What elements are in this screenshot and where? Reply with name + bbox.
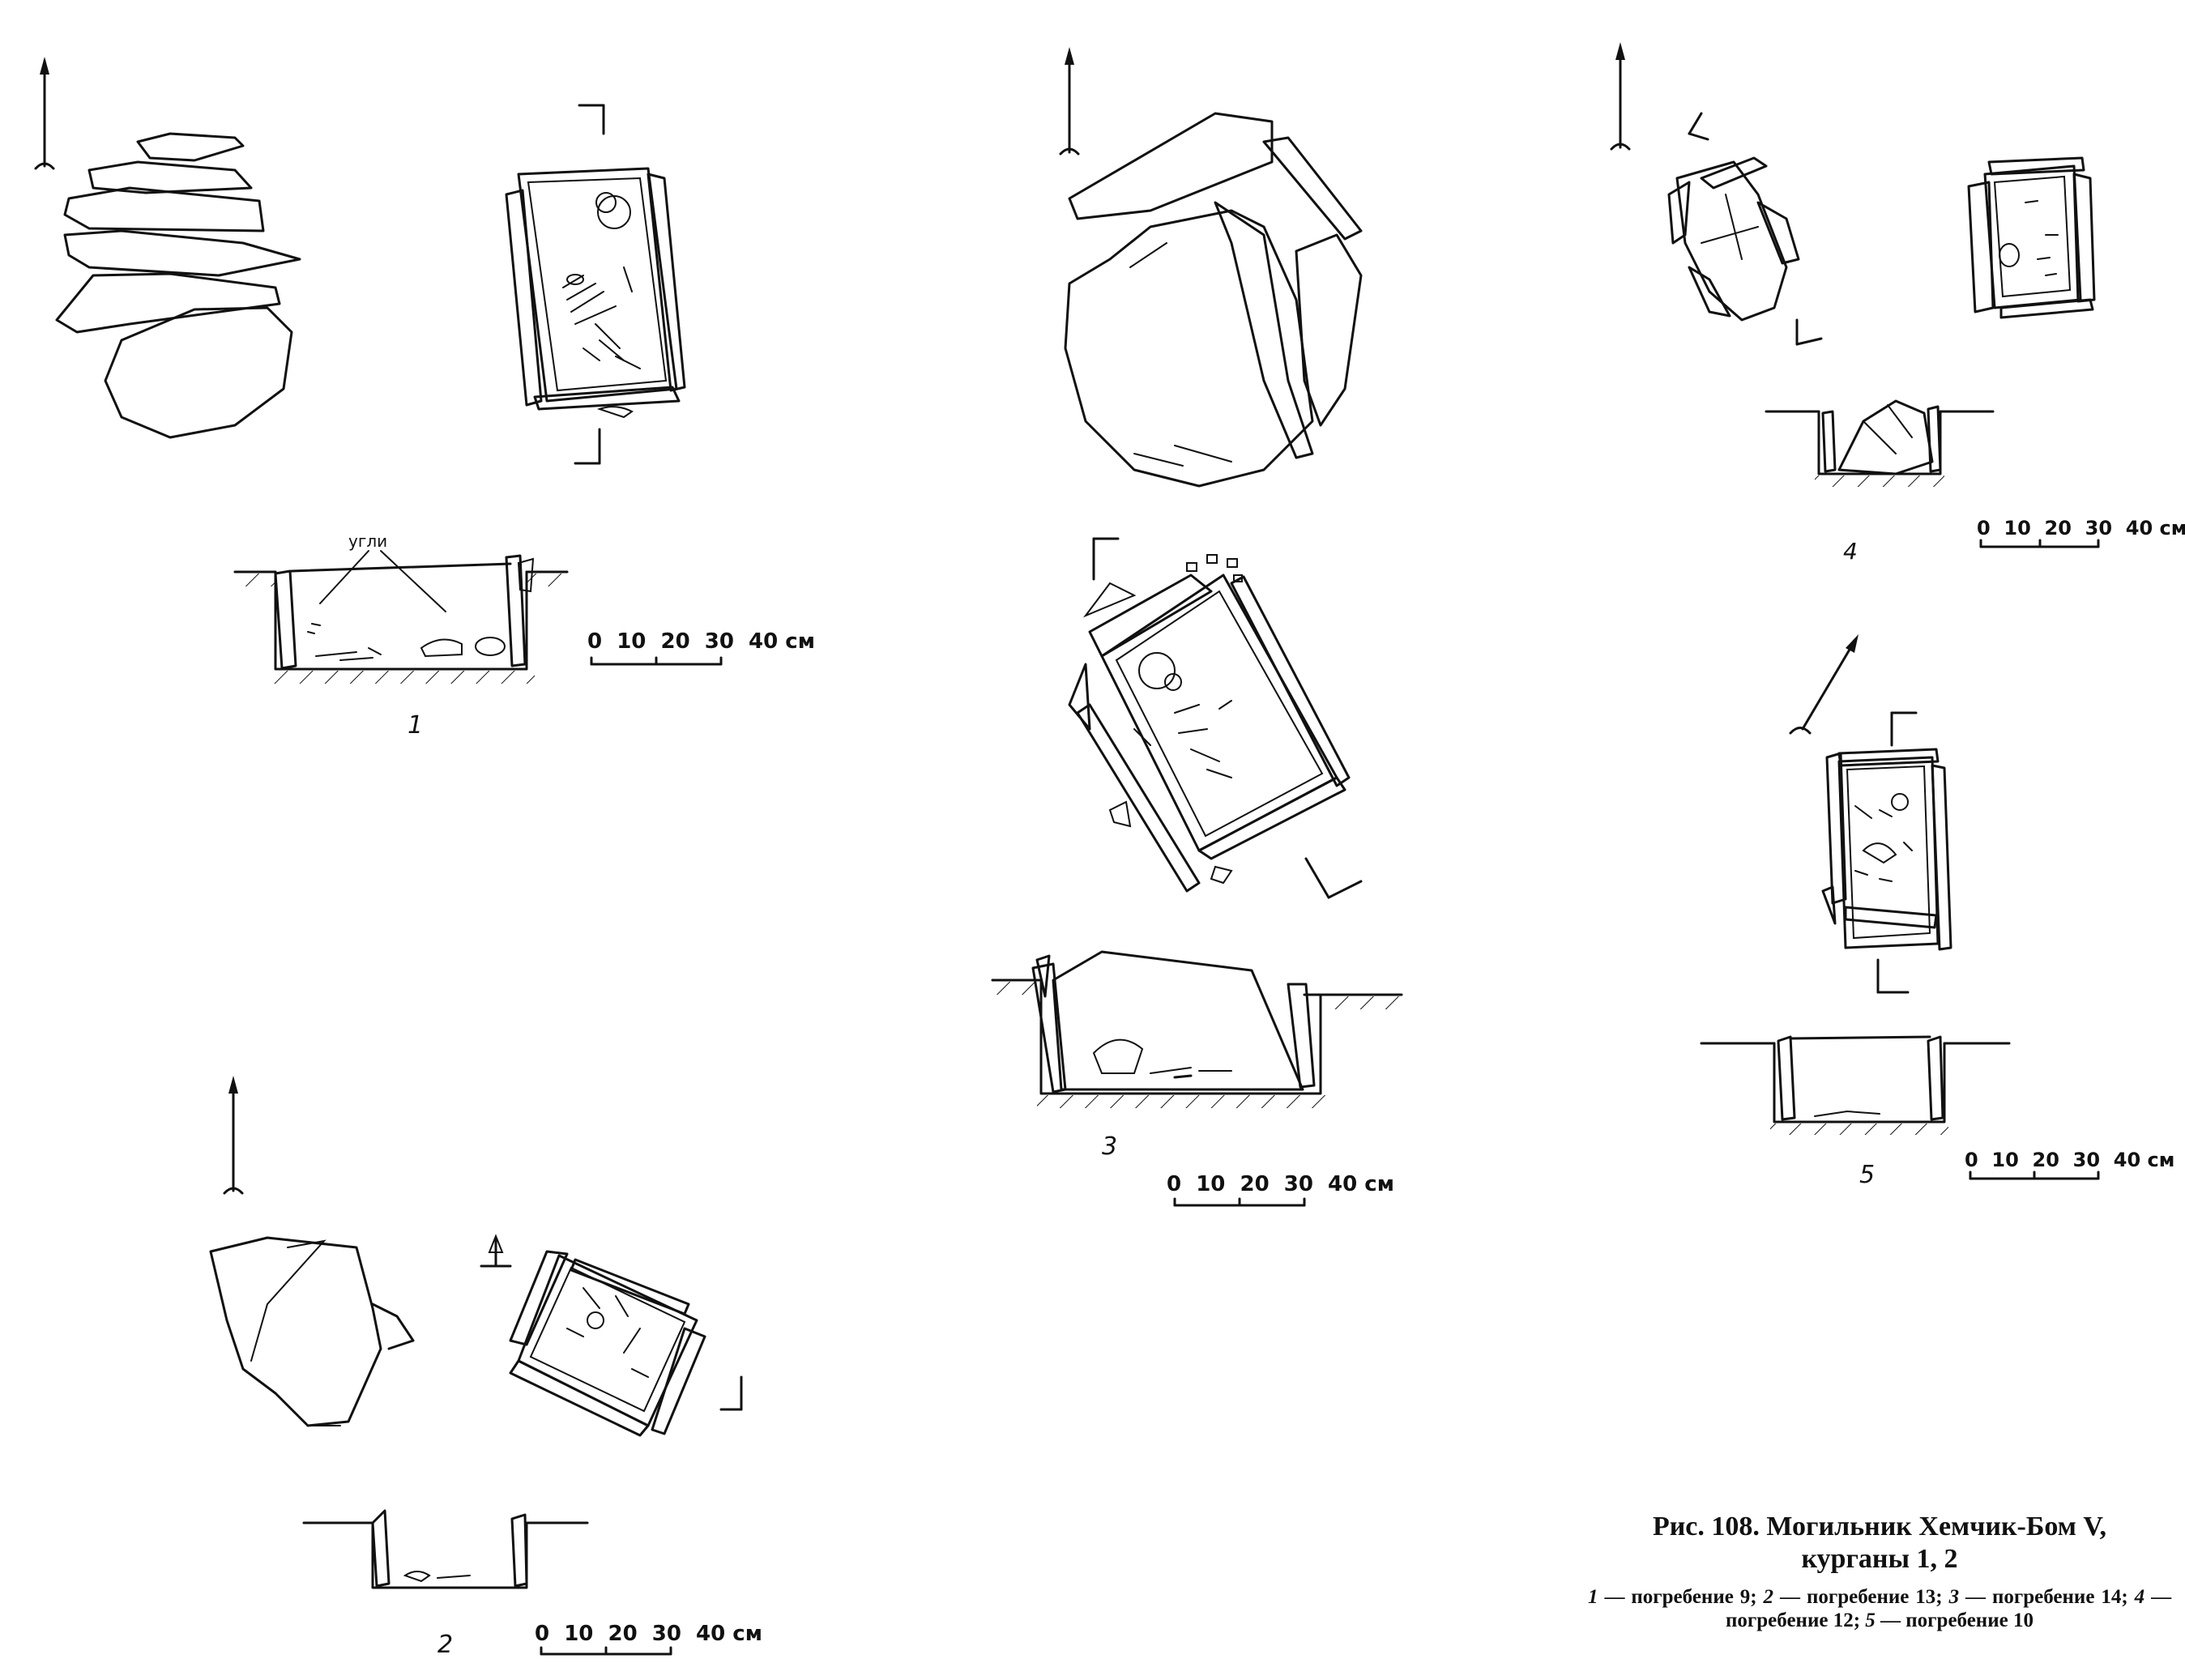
north-arrow-icon	[1610, 42, 1631, 151]
charcoal-label: угли	[348, 531, 387, 551]
section-marker-icon	[480, 1234, 512, 1268]
capstones-plan-1	[55, 132, 301, 439]
legend-text: — погребение 13;	[1780, 1586, 1943, 1608]
panel-number-5: 5	[1859, 1161, 1875, 1189]
section-marker-icon	[1688, 112, 1709, 141]
caption-line-2: курганы 1, 2	[1801, 1544, 1958, 1574]
panel-number-3: 3	[1102, 1132, 1117, 1161]
panel-1: угли 0 10 20 30 40 см 1	[34, 57, 815, 740]
grave-section-2	[302, 1509, 589, 1589]
panel-number-1: 1	[408, 711, 423, 740]
legend-text: — погребение 10	[1880, 1610, 2034, 1631]
legend-num: 1	[1588, 1586, 1598, 1608]
section-marker-icon	[574, 428, 601, 465]
cist-plan-3	[1068, 554, 1351, 893]
legend-text: — погребение 12;	[1726, 1586, 2172, 1631]
capstone-plan-2	[209, 1236, 415, 1427]
section-marker-icon	[1304, 857, 1363, 899]
panel-5: 0 10 20 30 40 см 5	[1700, 634, 2174, 1189]
scale-label: 0 10 20 30 40 см	[1965, 1149, 2174, 1171]
panel-3: 3 0 10 20 30 40 см	[991, 47, 1403, 1207]
scale-label: 0 10 20 30 40 см	[1167, 1172, 1394, 1196]
cist-plan-1	[505, 167, 686, 419]
capstones-plan-4	[1667, 156, 1800, 322]
north-arrow-icon	[1789, 634, 1859, 735]
scale-label: 0 10 20 30 40 см	[1977, 517, 2185, 539]
scale-bar-5: 0 10 20 30 40 см	[1965, 1149, 2174, 1180]
section-marker-icon	[1890, 711, 1918, 747]
legend-num: 2	[1763, 1586, 1774, 1608]
cist-plan-2	[509, 1250, 706, 1437]
panel-2: 0 10 20 30 40 см 2	[209, 1076, 762, 1659]
panel-4: 0 10 20 30 40 см 4	[1610, 42, 2185, 565]
scale-bar-3: 0 10 20 30 40 см	[1167, 1172, 1394, 1207]
legend-num: 3	[1948, 1586, 1960, 1608]
section-marker-icon	[719, 1375, 743, 1411]
grave-section-4	[1765, 399, 1995, 487]
caption-title: Рис. 108. Могильник Хемчик-Бом V, курган…	[1588, 1511, 2171, 1576]
legend-text: — погребение 14;	[1965, 1586, 2128, 1608]
scale-bar-4: 0 10 20 30 40 см	[1977, 517, 2185, 548]
grave-section-5	[1700, 1035, 2011, 1135]
scale-bar-1: 0 10 20 30 40 см	[587, 629, 815, 666]
section-marker-icon	[1092, 537, 1120, 581]
section-marker-icon	[578, 104, 605, 135]
section-marker-icon	[1876, 958, 1910, 994]
legend-num: 5	[1865, 1610, 1876, 1631]
section-marker-icon	[1795, 318, 1823, 346]
scale-bar-2: 0 10 20 30 40 см	[535, 1622, 762, 1656]
panel-number-2: 2	[437, 1631, 453, 1659]
capstones-plan-3	[1064, 112, 1363, 488]
figure-caption: Рис. 108. Могильник Хемчик-Бом V, курган…	[1588, 1511, 2171, 1632]
grave-section-1: угли	[233, 531, 569, 684]
grave-section-3	[991, 950, 1403, 1108]
cist-plan-4	[1967, 156, 2096, 319]
cist-plan-5	[1821, 748, 1952, 951]
legend-num: 4	[2134, 1586, 2145, 1608]
north-arrow-icon	[223, 1076, 244, 1195]
scale-label: 0 10 20 30 40 см	[535, 1622, 762, 1646]
caption-legend: 1 — погребение 9; 2 — погребение 13; 3 —…	[1588, 1585, 2171, 1632]
north-arrow-icon	[34, 57, 55, 170]
scale-label: 0 10 20 30 40 см	[587, 629, 815, 654]
caption-line-1: Рис. 108. Могильник Хемчик-Бом V,	[1652, 1512, 2107, 1541]
panel-number-4: 4	[1843, 538, 1858, 565]
north-arrow-icon	[1059, 47, 1080, 156]
legend-text: — погребение 9;	[1604, 1586, 1757, 1608]
